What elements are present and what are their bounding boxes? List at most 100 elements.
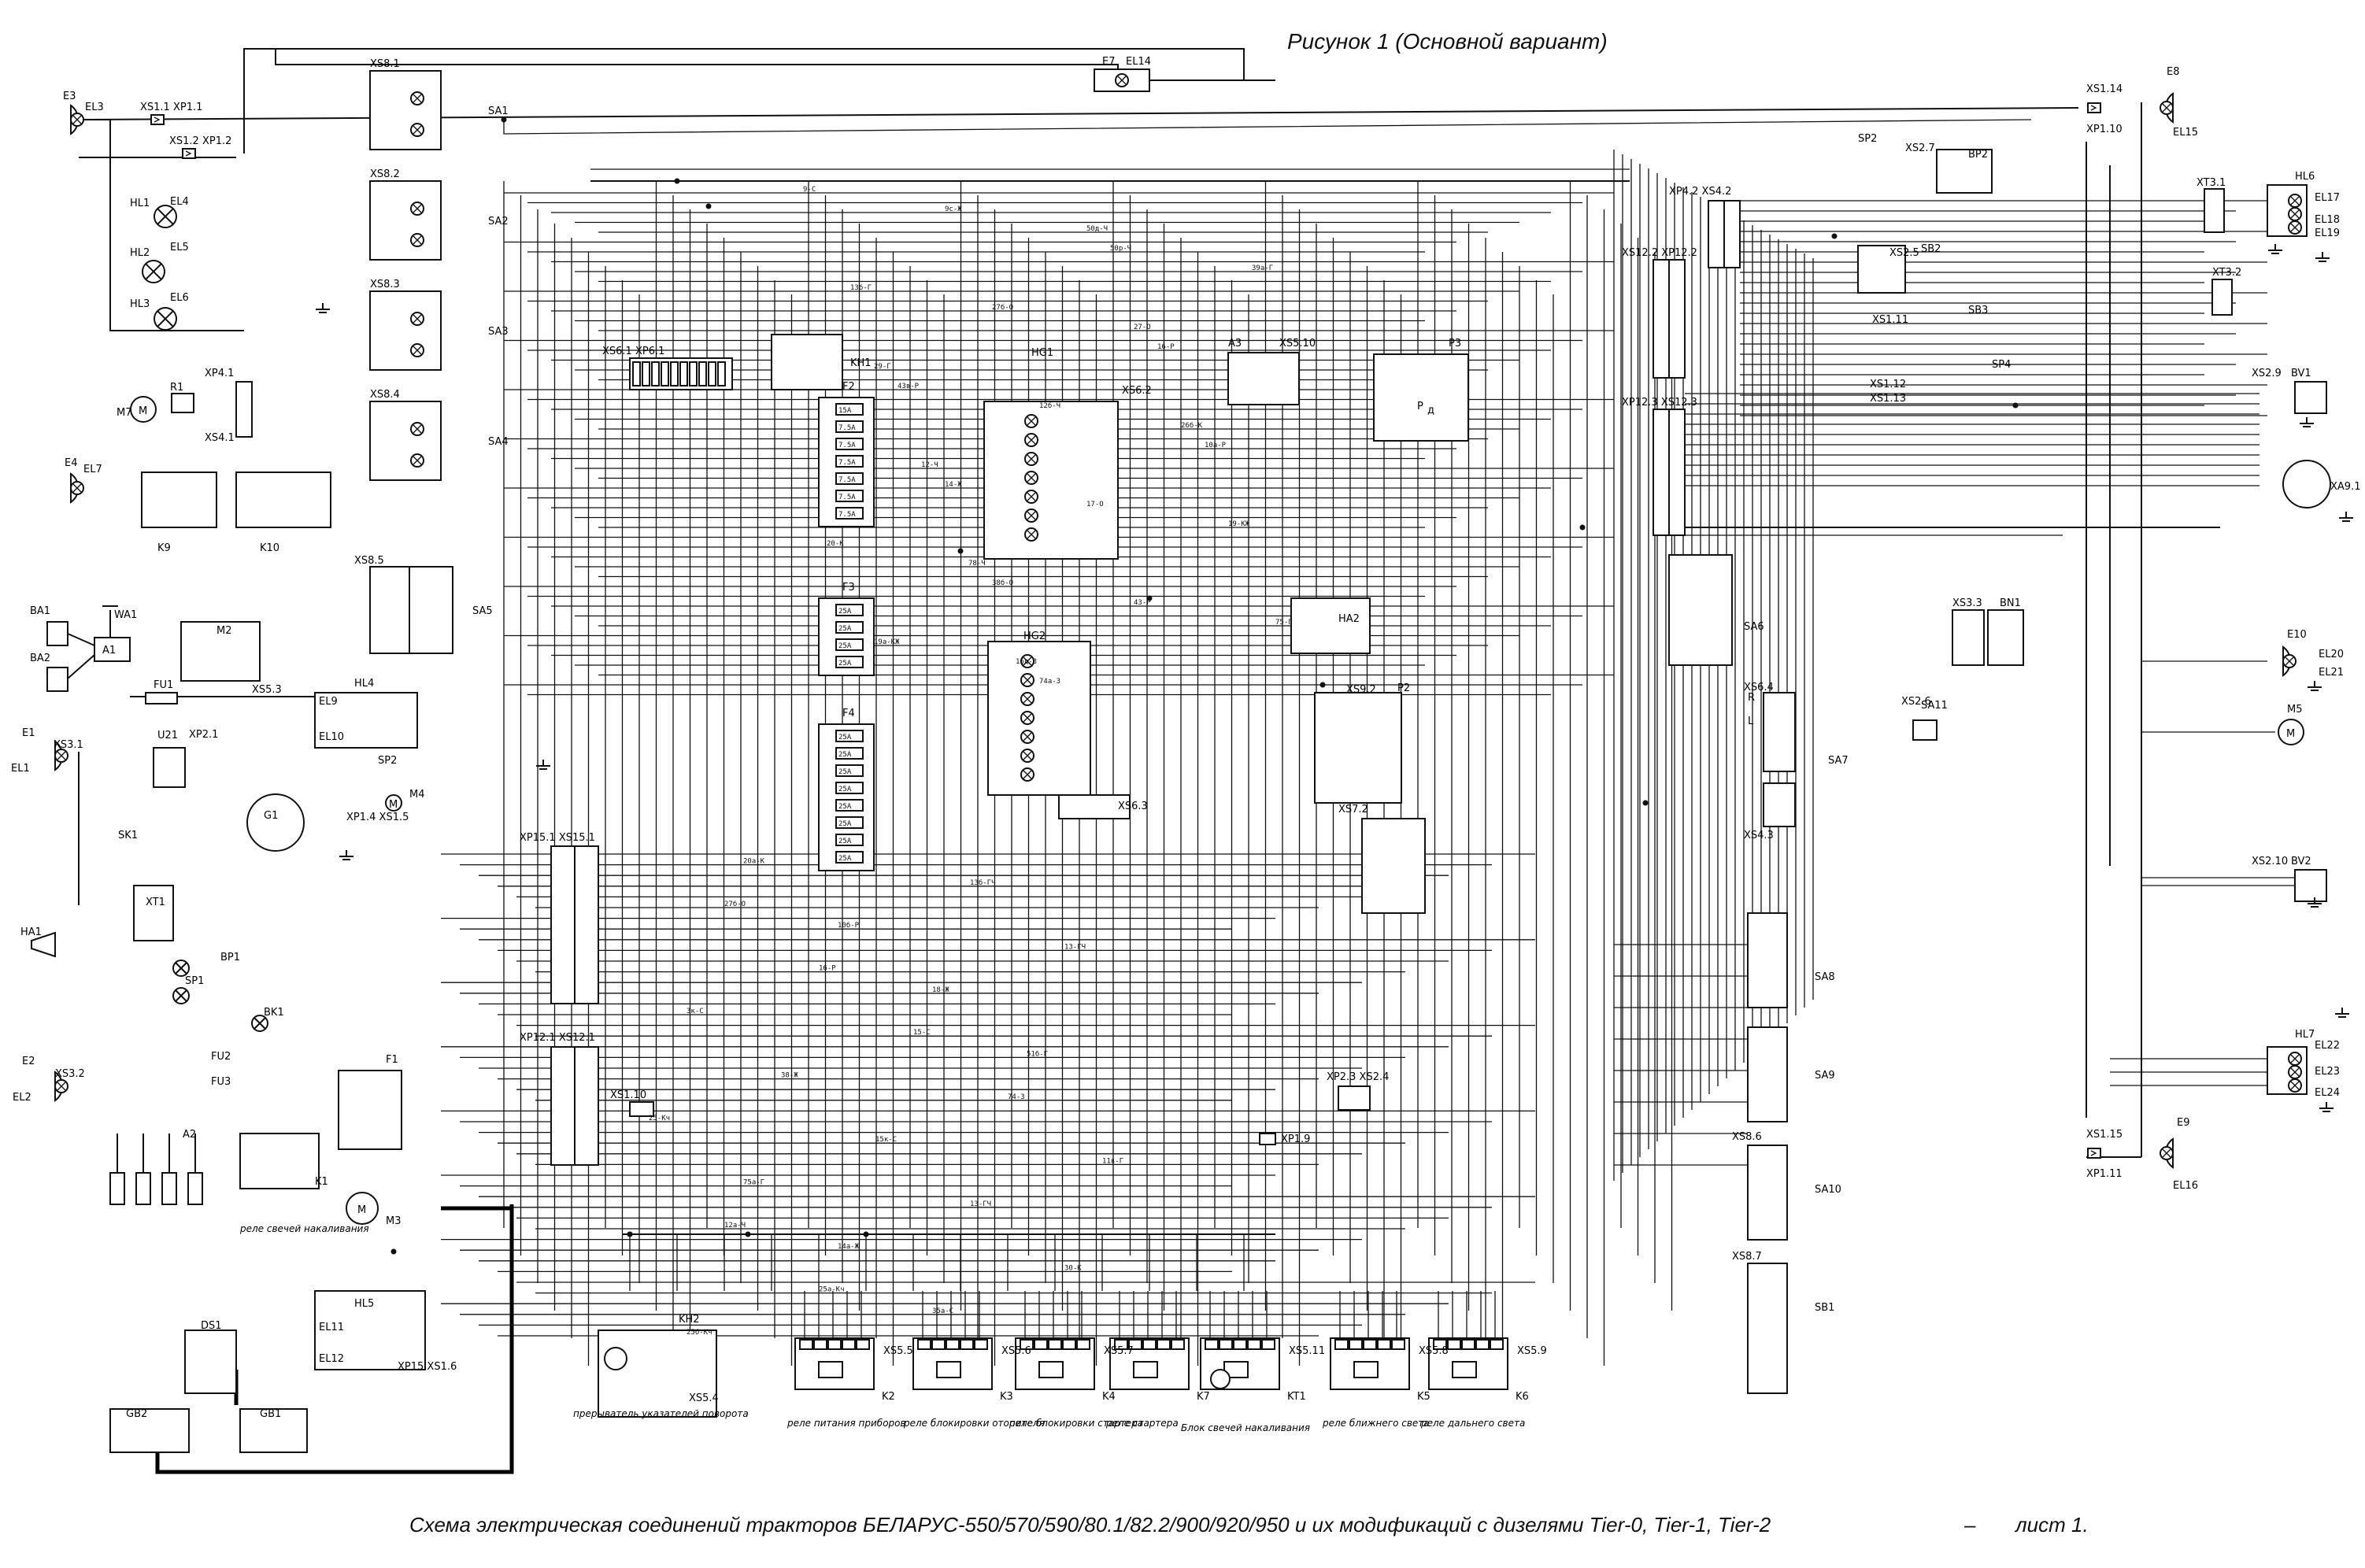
designator: HL7 [2295,1029,2315,1041]
ground-icon [2319,1102,2334,1112]
designator: K7 [1197,1391,1210,1403]
ground-icon [339,850,353,860]
connector-xp12-3 [1653,409,1670,536]
designator: XS1.14 [2086,83,2123,95]
fuse-rating: 25A [838,660,852,668]
designator: HL6 [2295,171,2315,183]
switch-sa5-body [409,566,453,654]
headlamp-el3-icon [70,104,84,135]
designator: SA5 [472,605,493,617]
designator: M5 [2287,704,2303,716]
designator: P2 [1397,682,1410,694]
designator: XP1.10 [2086,124,2123,135]
designator: EL19 [2315,227,2340,239]
designator: DS1 [201,1320,222,1332]
designator: EL21 [2319,667,2344,679]
designator: XP1.9 [1281,1133,1310,1145]
designator: F2 [842,381,855,393]
designator: XS2.10 [2252,856,2288,867]
fuse-rating: 25A [838,820,852,828]
designator: R1 [170,382,183,394]
wire-label: 17-О [1086,501,1104,508]
designator: F3 [842,582,855,594]
designator: M2 [217,625,232,637]
designator: BN1 [2000,597,2021,609]
designator: SA7 [1828,755,1849,767]
wire-label: 74а-З [1039,678,1060,686]
designator: XS1.1 XP1.1 [140,102,202,113]
designator: KH1 [850,357,872,369]
designator: SA6 [1744,621,1764,633]
indicator-hg2 [987,641,1091,796]
svg-text:M: M [2286,728,2295,740]
designator: SA11 [1921,700,1948,712]
designator: K5 [1417,1391,1430,1403]
caption-k4: реле блокировки стартера [1009,1418,1143,1429]
designator: XS2.7 [1905,142,1935,154]
designator: SA8 [1815,971,1835,983]
designator: XP4.1 [205,368,234,379]
designator: XS1.2 XP1.2 [169,135,231,147]
designator: XS2.5 [1889,247,1919,259]
designator: SB2 [1921,243,1941,255]
caption-k5: реле ближнего света [1322,1418,1430,1429]
gauge-a3 [1227,352,1300,405]
wire-label: 43-Р [1134,599,1151,607]
designator: XS8.6 [1732,1131,1762,1143]
wire-label: 75а-Г [743,1179,764,1187]
ground-icon [2315,252,2330,262]
caption-k1: реле свечей накаливания [239,1223,369,1234]
designator: SA1 [488,105,509,117]
headlamp-el7-icon [70,472,84,504]
headlamp-el20-icon [2282,645,2297,677]
designator: E1 [22,727,35,739]
connector-xs12-1 [574,1046,599,1166]
fuse-rating: 25A [838,642,852,650]
designator: XS1.15 [2086,1129,2123,1141]
designator: A3 [1228,338,1242,349]
wire-label: 19а-КЖ [874,638,900,646]
designator: EL23 [2315,1066,2340,1078]
wire-label: 43в-Р [898,383,920,390]
designator: BA2 [30,653,50,664]
wire-label: 51б-Г [1027,1049,1048,1058]
wire-label: 25-Кч [649,1115,670,1122]
resistor-r1 [171,393,194,413]
caption-k2: реле питания приборов [786,1418,906,1429]
designator: XS1.12 [1870,379,1906,390]
speaker-ba1-icon [46,621,68,646]
designator: XS3.1 [54,739,83,751]
wire-label: 15к-С [875,1136,897,1144]
fuse-rating: 7.5A [838,424,856,432]
designator: XP2.1 [189,729,218,741]
designator: L [1748,716,1754,727]
designator: K2 [882,1391,895,1403]
fuse-rating: 15A [838,407,852,415]
wire-label: 13-ГЧ [1064,943,1086,951]
ground-icon [536,760,550,770]
wire-label: 9с-Ж [945,205,962,213]
designator: HL2 [130,247,150,259]
designator: XS8.1 [370,58,400,70]
designator: XS3.2 [55,1068,85,1080]
designator: R [1748,692,1755,704]
glow-block-icon [1210,1369,1231,1389]
terminal-xt3-1 [2204,188,2225,233]
designator: K10 [260,542,279,554]
designator: SP4 [1992,359,2011,371]
connector-xs1-2-icon [182,148,196,159]
lamp-assembly-hl5 [314,1290,426,1370]
wire-label: 26б-К [1181,421,1203,430]
diagram-title: Рисунок 1 (Основной вариант) [1287,29,1608,54]
wire-label: 3к-С [687,1008,704,1015]
wire-label: 74-З [1008,1093,1025,1101]
designator: XS8.3 [370,279,400,290]
relay-k1 [239,1133,320,1189]
designator: EL6 [170,292,189,304]
glow-plug [109,1172,125,1205]
connector-xp12-2 [1668,259,1686,379]
designator: SA10 [1815,1184,1841,1196]
designator: E2 [22,1056,35,1067]
wire-label: 78-Ч [968,560,986,568]
